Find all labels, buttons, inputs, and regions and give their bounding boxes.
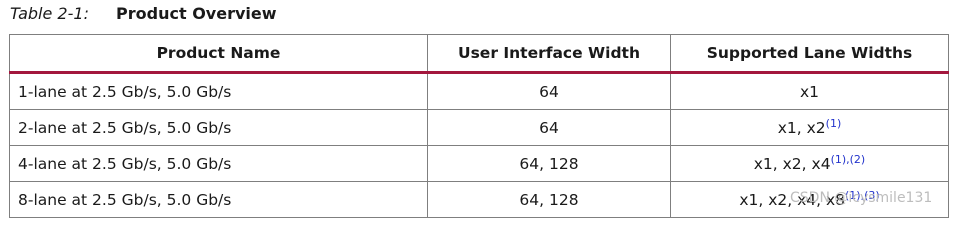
lane-widths-text: x1: [799, 82, 820, 101]
lane-widths-text: x1, x2, x4, x8: [739, 190, 846, 209]
watermark: CSDN @icysmile131: [790, 190, 933, 206]
header-product-name: Product Name: [9, 34, 428, 74]
product-name-cell: 4-lane at 2.5 Gb/s, 5.0 Gb/s: [9, 145, 428, 182]
lane-widths-text: x1, x2, x4: [753, 154, 831, 173]
table-row: 2-lane at 2.5 Gb/s, 5.0 Gb/s 64 x1, x2(1…: [9, 109, 949, 146]
header-user-interface-width: User Interface Width: [427, 34, 671, 74]
table-number: Table 2-1:: [10, 4, 89, 23]
interface-width-cell: 64, 128: [427, 181, 671, 218]
product-overview-table: Product Name User Interface Width Suppor…: [9, 34, 949, 218]
lane-widths-cell: x1: [670, 72, 949, 110]
table-title: Product Overview: [116, 4, 277, 23]
table-row: 8-lane at 2.5 Gb/s, 5.0 Gb/s 64, 128 x1,…: [9, 181, 949, 218]
product-name-cell: 1-lane at 2.5 Gb/s, 5.0 Gb/s: [9, 72, 428, 110]
interface-width-cell: 64: [427, 72, 671, 110]
header-supported-lane-widths: Supported Lane Widths: [670, 34, 949, 74]
table-caption: Table 2-1: Product Overview: [10, 3, 277, 25]
footnote-ref-link[interactable]: (1),(2): [830, 152, 866, 166]
interface-width-cell: 64: [427, 109, 671, 146]
footnote-ref-link[interactable]: (1): [825, 116, 842, 130]
table-header-row: Product Name User Interface Width Suppor…: [9, 34, 949, 74]
product-name-cell: 8-lane at 2.5 Gb/s, 5.0 Gb/s: [9, 181, 428, 218]
table-row: 4-lane at 2.5 Gb/s, 5.0 Gb/s 64, 128 x1,…: [9, 145, 949, 182]
lane-widths-cell: x1, x2, x4(1),(2): [670, 145, 949, 182]
footnote-ref-link[interactable]: (1),(3): [845, 188, 880, 202]
lane-widths-text: x1, x2: [777, 118, 826, 137]
lane-widths-cell: x1, x2(1): [670, 109, 949, 146]
table-row: 1-lane at 2.5 Gb/s, 5.0 Gb/s 64 x1: [9, 72, 949, 110]
interface-width-cell: 64, 128: [427, 145, 671, 182]
product-name-cell: 2-lane at 2.5 Gb/s, 5.0 Gb/s: [9, 109, 428, 146]
lane-widths-cell: x1, x2, x4, x8(1),(3): [670, 181, 949, 218]
